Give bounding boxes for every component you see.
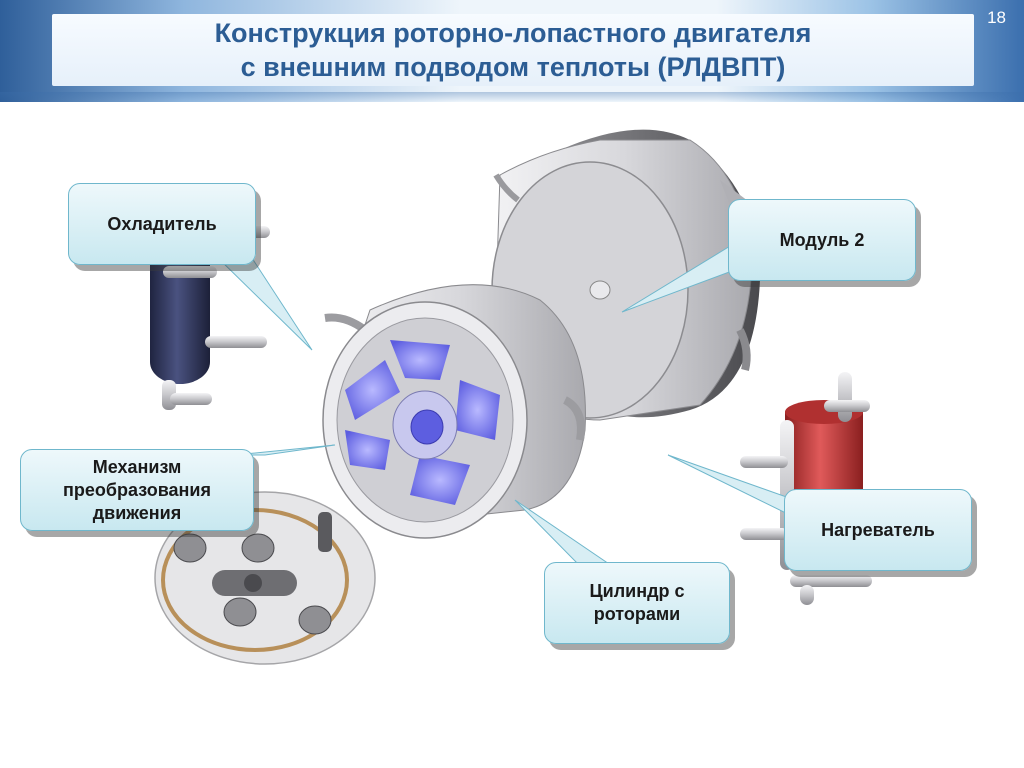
cylinder-with-rotors (322, 284, 586, 539)
slide-title: Конструкция роторно-лопастного двигателя… (52, 16, 974, 84)
label-cylinder-line2: роторами (593, 604, 681, 624)
label-module-2: Модуль 2 (779, 229, 865, 250)
slide-header: Конструкция роторно-лопастного двигателя… (0, 0, 1024, 102)
rotor-blades (345, 340, 500, 505)
pointer-cooler (213, 254, 313, 351)
label-cylinder-line1: Цилиндр с (589, 581, 685, 601)
label-mechanism-line1: Механизм (92, 456, 182, 477)
callout-mechanism: Механизм преобразования движения (20, 449, 254, 531)
label-heater: Нагреватель (821, 519, 935, 540)
callout-cooler: Охладитель (68, 183, 256, 265)
pointer-cylinder (514, 499, 614, 567)
title-line-2: с внешним подводом теплоты (РЛДВПТ) (240, 52, 786, 82)
page-number: 18 (987, 8, 1006, 27)
callout-cylinder: Цилиндр с роторами (544, 562, 730, 644)
label-cooler: Охладитель (107, 213, 217, 234)
title-panel (52, 14, 974, 86)
label-mechanism-line3: движения (92, 502, 182, 523)
title-line-1: Конструкция роторно-лопастного двигателя (214, 18, 812, 48)
motion-mechanism (154, 491, 376, 665)
callout-pointers (213, 239, 801, 567)
header-shadow (0, 92, 1024, 102)
label-mechanism-line2: преобразования (63, 479, 211, 500)
callout-heater: Нагреватель (784, 489, 972, 571)
callout-module-2: Модуль 2 (728, 199, 916, 281)
